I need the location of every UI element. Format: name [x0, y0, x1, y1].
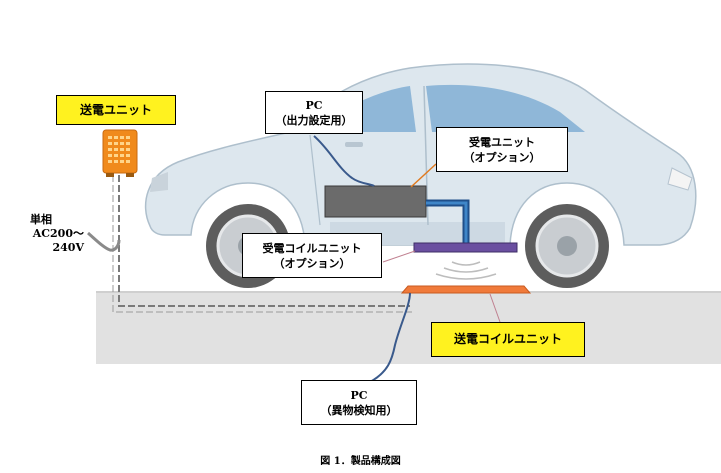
pc-output-cable: [313, 135, 375, 187]
rx-coil-title: 受電コイルユニット: [262, 241, 362, 255]
rx-unit-title: 受電ユニット: [469, 135, 535, 149]
rx-unit-sub: （オプション）: [463, 150, 541, 164]
supply-cable: [87, 231, 121, 252]
pc-output-title: PC: [305, 98, 323, 112]
receiver-unit: [324, 185, 427, 218]
transmitter-coil: [400, 285, 532, 294]
electric-vehicle: [144, 63, 697, 288]
underground-cable: [118, 175, 410, 307]
receiver-duct-inner: [426, 201, 468, 244]
receiver-coil: [413, 242, 518, 253]
pc-output-sub: （出力設定用）: [275, 113, 353, 127]
rx-coil-box: 受電コイルユニット （オプション）: [242, 233, 382, 278]
front-window: [426, 84, 585, 132]
door-handle-rear: [345, 142, 363, 147]
pc-detect-sub: （異物検知用）: [320, 403, 398, 417]
underground-cable-outline: [112, 175, 412, 313]
rx-coil-sub: （オプション）: [273, 256, 351, 270]
headlight: [667, 167, 693, 191]
power-supply-label: 単相 AC200～240V: [2, 213, 84, 255]
rx-unit-box: 受電ユニット （オプション）: [436, 127, 568, 172]
rx-unit-leader: [410, 163, 437, 188]
rx-coil-leader: [382, 250, 416, 263]
transmitter-unit: [102, 129, 138, 177]
tx-coil-label: 送電コイルユニット: [431, 322, 585, 357]
figure-caption: 図 1．製品構成図: [320, 456, 401, 467]
pc-detect-box: PC （異物検知用）: [301, 380, 417, 425]
tx-unit-label: 送電ユニット: [56, 95, 176, 125]
tx-unit-text: 送電ユニット: [79, 102, 152, 117]
phase-text: 単相: [30, 213, 52, 226]
pc-output-box: PC （出力設定用）: [265, 91, 363, 134]
pc-detect-cable: [369, 292, 411, 383]
tx-coil-leader: [489, 293, 501, 323]
front-wheel: [525, 204, 609, 288]
tx-coil-text: 送電コイルユニット: [453, 332, 562, 346]
door-line-rear: [309, 134, 321, 226]
wireless-waves: [435, 261, 497, 280]
pc-detect-title: PC: [350, 388, 368, 402]
voltage-text: AC200～240V: [32, 227, 84, 254]
taillight: [150, 172, 168, 192]
